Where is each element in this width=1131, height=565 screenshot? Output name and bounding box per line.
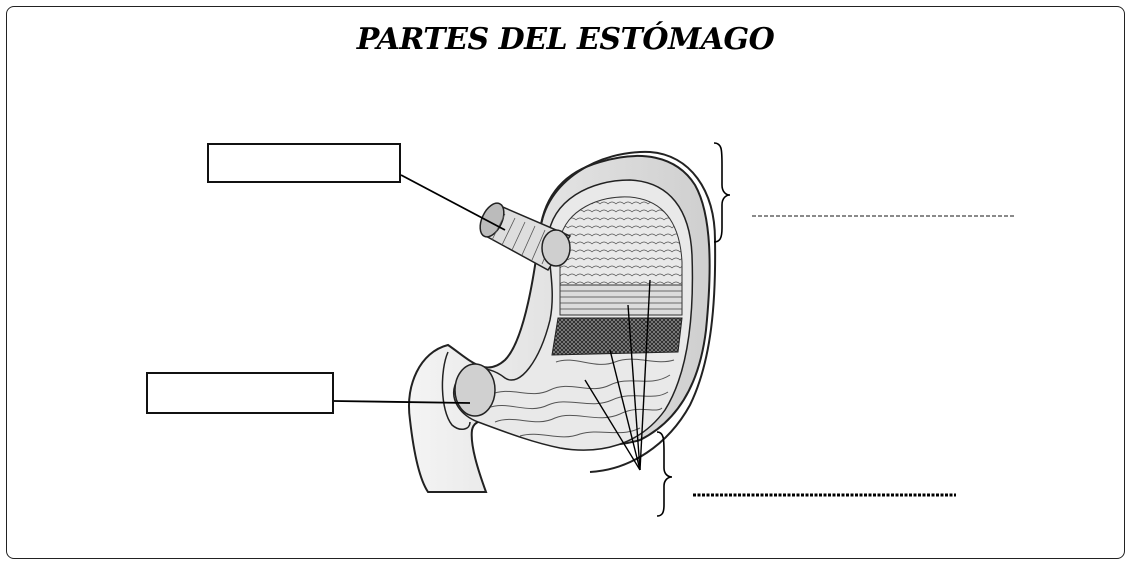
stomach-outer-contour: [539, 150, 717, 473]
pylorus: [454, 363, 496, 417]
layer-pointer-lines: [584, 279, 651, 471]
mucosa-dark-band: [551, 317, 683, 356]
cardia: [541, 229, 571, 267]
gastric-rugae: [487, 358, 675, 438]
top-leader-line: [400, 174, 506, 231]
lower-brace: [656, 431, 673, 517]
answer-box-bottom[interactable]: [146, 372, 334, 414]
page-title: PARTES DEL ESTÓMAGO: [356, 22, 775, 57]
bottom-leader-line: [333, 400, 471, 404]
worksheet-frame: [6, 6, 1125, 559]
answer-box-top[interactable]: [207, 143, 401, 183]
muscle-fibers: [559, 196, 683, 286]
muscle-band: [559, 284, 683, 316]
upper-brace: [713, 142, 731, 243]
